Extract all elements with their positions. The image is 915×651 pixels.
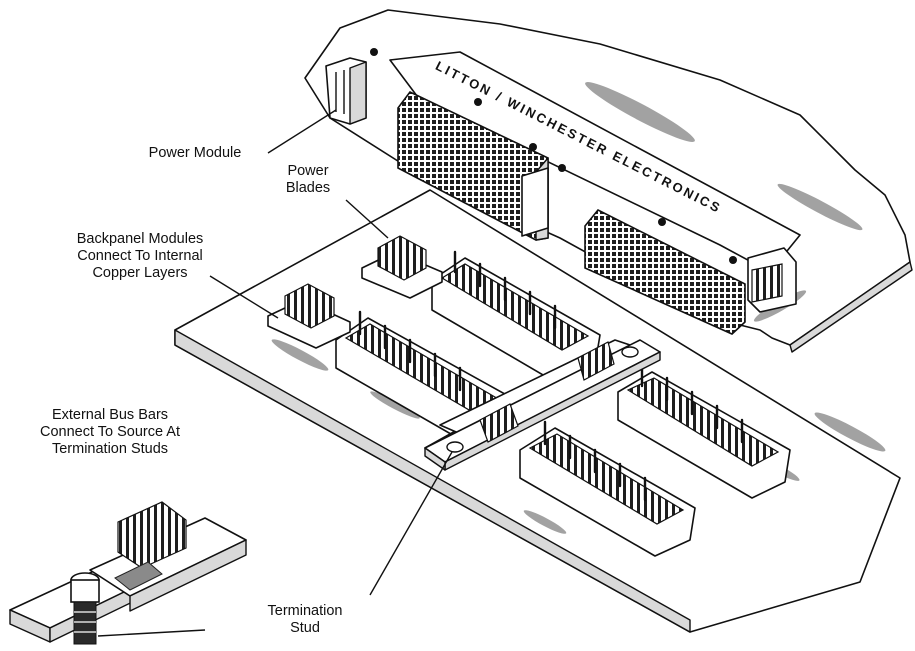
label-power-module: Power Module <box>148 145 242 161</box>
stud-detail <box>9 501 247 645</box>
lower-backpanel <box>174 189 901 633</box>
label-backpanel-modules: Backpanel Modules Connect To Internal Co… <box>76 231 204 281</box>
leader-lines <box>97 109 453 637</box>
label-termination-stud: Termination Stud <box>267 603 343 636</box>
upper-backplane <box>304 9 913 353</box>
label-external-bus-bars: External Bus Bars Connect To Source At T… <box>40 407 180 457</box>
label-power-blades: Power Blades <box>285 163 331 196</box>
